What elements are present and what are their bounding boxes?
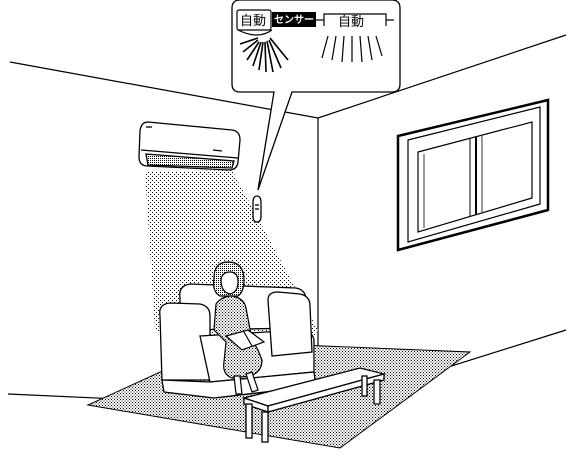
window <box>398 100 548 250</box>
air-conditioner-icon <box>139 122 240 170</box>
auto-label-left: 自動 <box>240 14 266 29</box>
sensor-badge: センサー <box>272 12 316 27</box>
auto-label-right: 自動 <box>338 15 364 30</box>
remote-sensor-icon <box>253 196 261 222</box>
sensor-label: センサー <box>274 14 314 26</box>
